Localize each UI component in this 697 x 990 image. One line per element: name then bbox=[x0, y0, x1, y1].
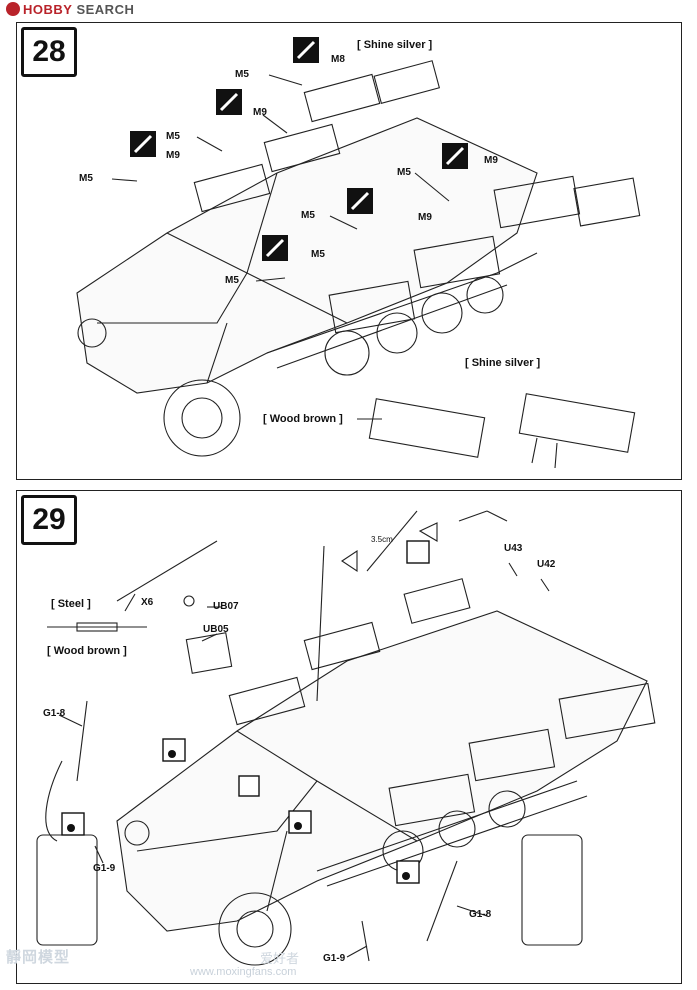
part-label-m5: M5 bbox=[301, 210, 315, 221]
step-number: 28 bbox=[21, 27, 77, 77]
step-28-illustration bbox=[76, 37, 641, 469]
step-29-illustration bbox=[36, 510, 656, 966]
part-label-u42: U42 bbox=[537, 559, 556, 570]
part-label-x6: X6 bbox=[141, 597, 154, 608]
part-label-m5: M5 bbox=[166, 131, 180, 142]
part-label-ub05: UB05 bbox=[203, 624, 229, 635]
part-label-m5: M5 bbox=[225, 275, 239, 286]
shine-silver-note: [ Shine silver ] bbox=[465, 357, 541, 369]
step-28-panel: 28 bbox=[16, 22, 682, 480]
part-label-ub07: UB07 bbox=[213, 601, 239, 612]
part-label-g1-9: G1-9 bbox=[93, 863, 116, 874]
watermark-url: www.moxingfans.com bbox=[190, 966, 297, 978]
logo-badge-icon bbox=[6, 2, 20, 16]
step-29-panel: 29 bbox=[16, 490, 682, 984]
steel-note: [ Steel ] bbox=[51, 598, 91, 610]
wood-brown-note: [ Wood brown ] bbox=[47, 645, 127, 657]
part-label-m9: M9 bbox=[166, 150, 180, 161]
part-label-m5: M5 bbox=[79, 173, 93, 184]
part-label-m5: M5 bbox=[235, 69, 249, 80]
measure-label: 3.5cm bbox=[371, 535, 393, 544]
step-number: 29 bbox=[21, 495, 77, 545]
shine-silver-note: [ Shine silver ] bbox=[357, 39, 433, 51]
part-label-m8: M8 bbox=[331, 54, 345, 65]
part-label-m9: M5 bbox=[311, 249, 325, 260]
logo-suffix-text: SEARCH bbox=[76, 2, 135, 17]
wood-brown-note: [ Wood brown ] bbox=[263, 413, 343, 425]
part-label-m9: M9 bbox=[253, 107, 267, 118]
part-label-g1-8: G1-8 bbox=[43, 708, 66, 719]
part-label-m9: M9 bbox=[484, 155, 498, 166]
part-label-m5: M5 bbox=[397, 167, 411, 178]
watermark-text-2: 爱好者 bbox=[260, 951, 300, 966]
part-label-m9: M9 bbox=[418, 212, 432, 223]
part-label-u43: U43 bbox=[504, 543, 523, 554]
part-label-g1-9: G1-9 bbox=[323, 953, 346, 964]
logo-brand-text: HOBBY bbox=[23, 2, 73, 17]
watermark-text: 靜岡模型 bbox=[6, 949, 71, 966]
part-label-g1-8: G1-8 bbox=[469, 909, 492, 920]
